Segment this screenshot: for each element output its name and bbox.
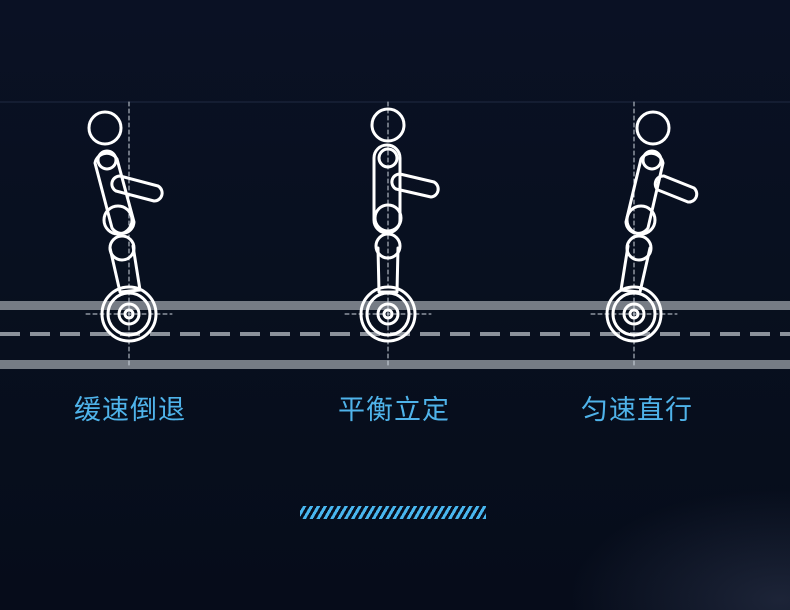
- figure-balance-head: [370, 107, 406, 143]
- figure-forward-wheel-mid: [611, 291, 657, 337]
- figure-balance-arm: [390, 172, 440, 199]
- rail-bottom: [0, 360, 790, 369]
- figure-forward-head: [635, 110, 671, 146]
- figure-balance-wheel-outer: [359, 285, 417, 343]
- figure-reverse-head: [87, 110, 123, 146]
- figure-reverse-shoulder: [96, 149, 118, 171]
- figure-balance-hip: [373, 203, 403, 233]
- mode-label-reverse: 缓速倒退: [74, 395, 186, 426]
- figure-reverse: [85, 101, 173, 366]
- figure-forward-leg: [619, 244, 652, 294]
- figure-balance-wheel-mid: [365, 291, 411, 337]
- figure-forward: [590, 101, 699, 366]
- figure-forward-arm: [653, 174, 699, 204]
- figure-reverse-hip: [102, 204, 134, 236]
- figure-forward-hip: [625, 204, 657, 236]
- figure-reverse-wheel-inner: [117, 302, 141, 326]
- mode-label-balance: 平衡立定: [338, 395, 450, 426]
- figure-forward-shoulder: [641, 149, 663, 171]
- striped-indicator-bar: [300, 506, 486, 519]
- figure-reverse-wheel-mid: [106, 291, 152, 337]
- mode-label-forward: 匀速直行: [581, 395, 693, 426]
- figure-reverse-knee: [108, 234, 136, 262]
- figure-balance-wheel-hub: [382, 308, 394, 320]
- figure-reverse-arm: [110, 174, 164, 203]
- figure-balance-shoulder: [377, 147, 399, 169]
- figure-balance-wheel-inner: [376, 302, 400, 326]
- figure-forward-wheel-outer: [605, 285, 663, 343]
- figure-balance: [344, 101, 440, 366]
- figure-reverse-wheel-hub: [123, 308, 135, 320]
- figure-reverse-leg: [108, 244, 142, 294]
- figure-forward-wheel-hub: [628, 308, 640, 320]
- figure-balance-knee: [374, 232, 402, 260]
- figure-reverse-wheel-outer: [100, 285, 158, 343]
- figure-forward-wheel-inner: [622, 302, 646, 326]
